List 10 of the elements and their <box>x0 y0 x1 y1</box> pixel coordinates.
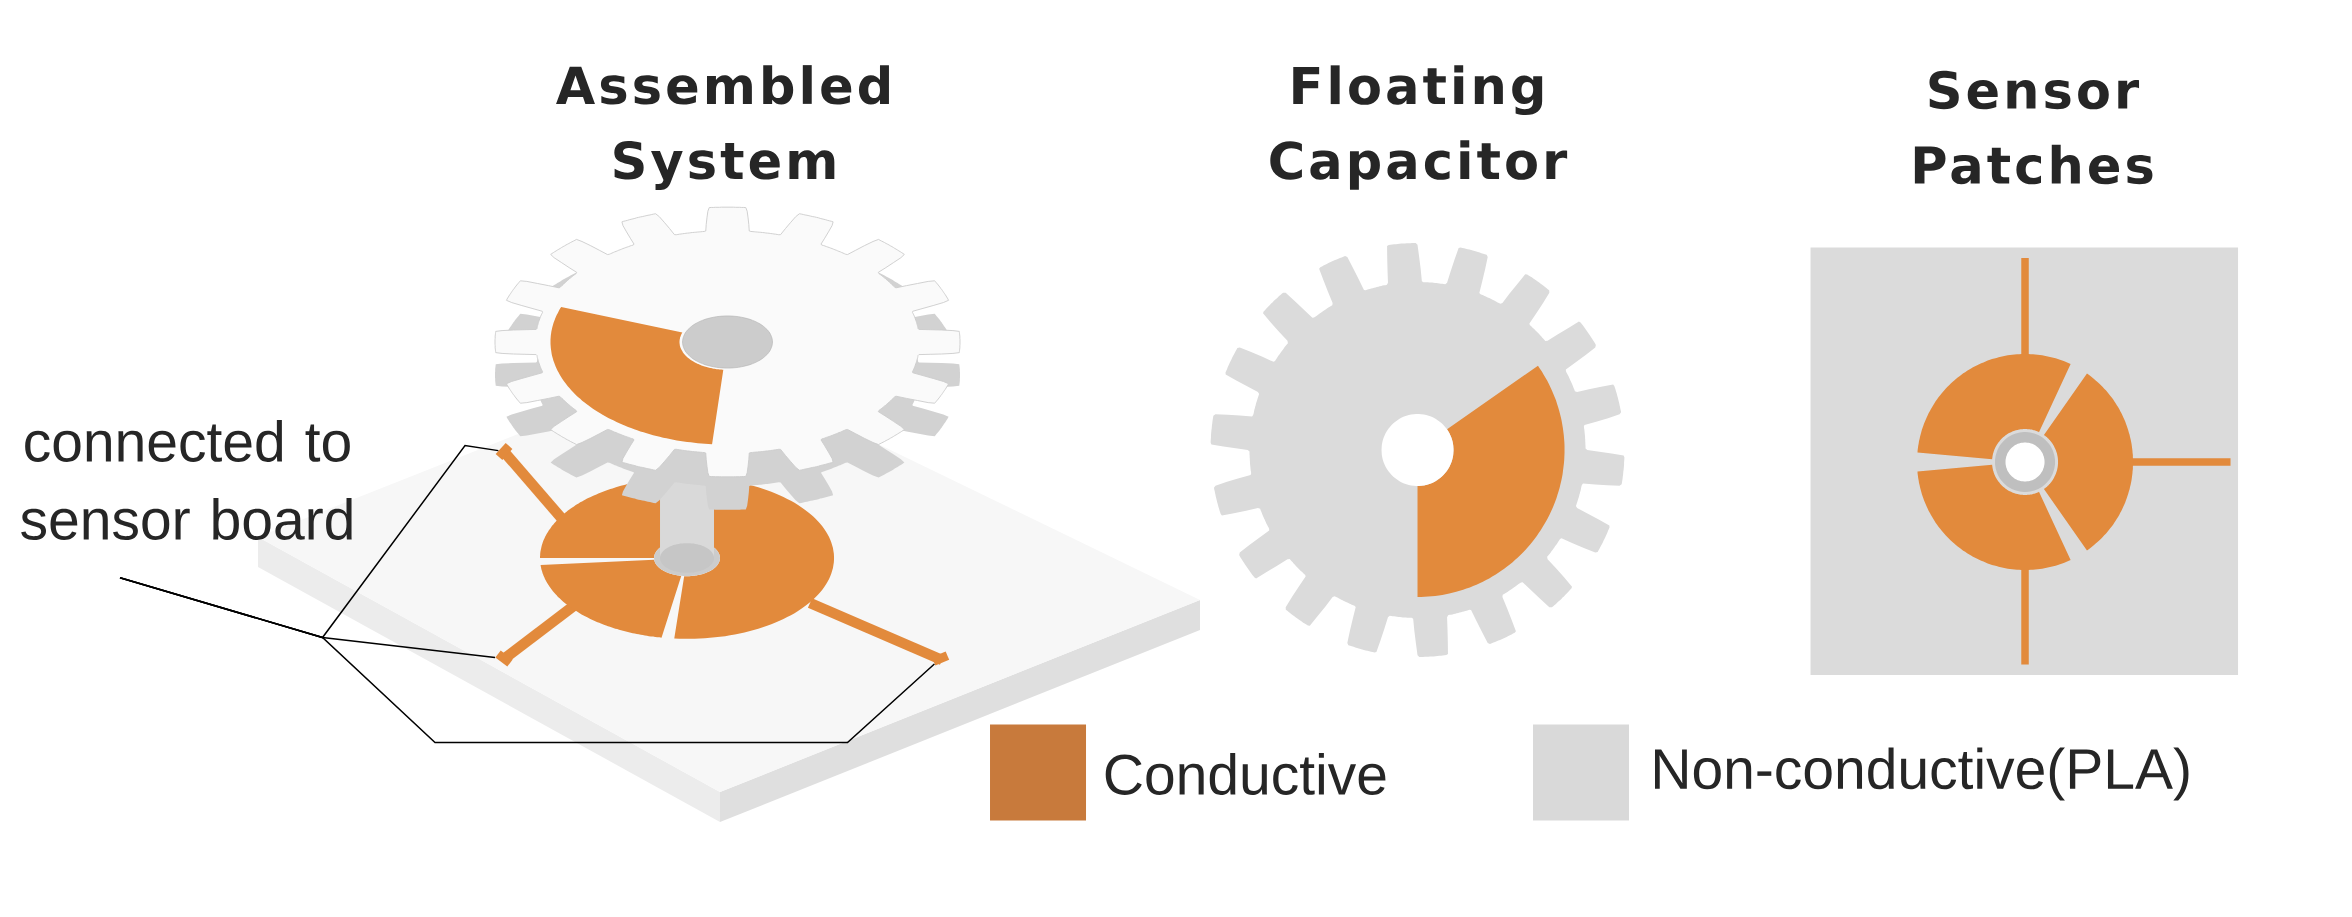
callout-text: connected to sensor board <box>21 420 352 541</box>
trace-end <box>495 443 513 461</box>
legend-label: Conductive <box>1105 753 1386 796</box>
legend-label: Non-conductive(PLA) <box>1655 747 2189 801</box>
panel-title: Assembled System <box>556 65 889 191</box>
trace-end <box>931 651 950 666</box>
leader-line <box>119 577 936 744</box>
panel-title: Floating Capacitor <box>1270 65 1568 190</box>
trace-end <box>495 650 513 667</box>
panel-title: Sensor Patches <box>1914 70 2153 185</box>
